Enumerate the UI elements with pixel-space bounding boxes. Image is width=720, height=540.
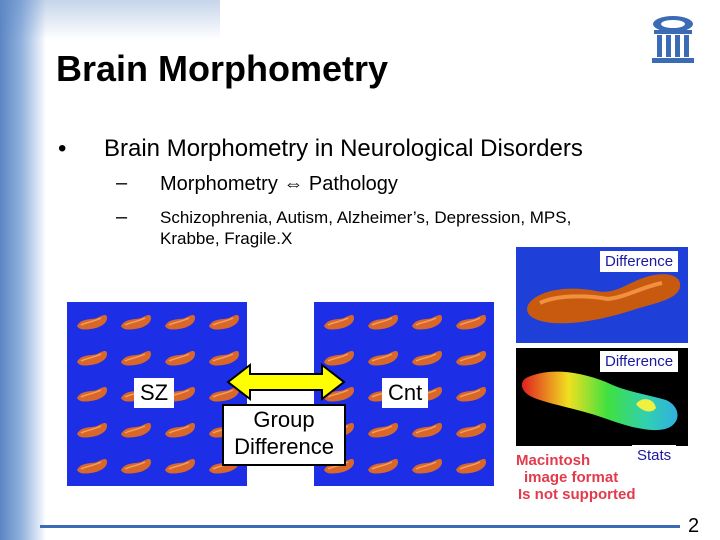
- hippocampus-shape: [121, 350, 151, 366]
- university-logo-icon: [652, 16, 694, 63]
- hippocampus-shape: [165, 350, 195, 366]
- hippocampus-shape: [165, 458, 195, 474]
- hippocampus-shape: [368, 350, 398, 366]
- bullet-marker: •: [58, 135, 67, 162]
- difference-label-2: Difference: [600, 351, 679, 372]
- group-difference-line-2: Difference: [234, 434, 334, 459]
- hippocampus-shape: [121, 458, 151, 474]
- hippocampus-shape: [77, 314, 107, 330]
- bullet-main-text: Brain Morphometry in Neurological Disord…: [104, 135, 583, 162]
- sub-bullet-2-line-2: Krabbe, Fragile.X: [160, 229, 293, 248]
- hippocampus-shape: [324, 314, 354, 330]
- hippocampus-shape: [412, 314, 442, 330]
- hippocampus-shape: [456, 386, 486, 402]
- hippocampus-shape: [165, 422, 195, 438]
- hippocampus-shape: [456, 314, 486, 330]
- hippocampus-shape: [368, 422, 398, 438]
- mac-line-1: Macintosh: [516, 452, 591, 469]
- hippocampus-shape: [368, 314, 398, 330]
- hippocampus-shape: [412, 458, 442, 474]
- hippocampus-shape: [77, 386, 107, 402]
- sz-label: SZ: [134, 378, 175, 408]
- sub-bullet-2-line-1: Schizophrenia, Autism, Alzheimer’s, Depr…: [160, 208, 572, 227]
- sub-bullet-dash-1: –: [116, 172, 128, 194]
- double-arrow: [226, 362, 346, 402]
- hippocampus-shape: [368, 458, 398, 474]
- hippocampus-shape: [121, 314, 151, 330]
- footer-rule: [40, 525, 680, 528]
- group-difference-box: Group Difference: [222, 404, 346, 466]
- hippocampus-shape: [456, 422, 486, 438]
- hippocampus-shape: [165, 314, 195, 330]
- hippocampus-shape: [209, 386, 239, 402]
- cnt-label: Cnt: [382, 378, 429, 408]
- sub-bullet-dash-2: –: [116, 206, 128, 228]
- top-gradient-fade: [0, 0, 220, 40]
- page-number: 2: [688, 515, 700, 537]
- hippocampus-shape: [77, 458, 107, 474]
- hippocampus-shape: [209, 314, 239, 330]
- hippocampus-shape: [456, 350, 486, 366]
- mac-line-2: image format: [524, 469, 619, 486]
- mac-line-3: Is not supported: [518, 486, 636, 503]
- unsupported-image-placeholder: Macintosh image format Is not supported: [516, 452, 696, 503]
- hippocampus-shape: [456, 458, 486, 474]
- difference-label-1: Difference: [600, 251, 679, 272]
- hippocampus-shape: [77, 350, 107, 366]
- group-difference-line-1: Group: [253, 407, 315, 432]
- hippocampus-shape: [77, 422, 107, 438]
- hippocampus-shape: [209, 350, 239, 366]
- sub-bullet-1-text: Morphometry ⇔ Pathology: [160, 173, 398, 195]
- hippocampus-shape: [324, 350, 354, 366]
- stats-label: Stats: [632, 445, 677, 466]
- slide-title: Brain Morphometry: [56, 48, 389, 89]
- hippocampus-shape: [324, 386, 354, 402]
- hippocampus-shape: [412, 422, 442, 438]
- left-gradient-bar: [0, 0, 46, 540]
- hippocampus-shape: [412, 350, 442, 366]
- hippocampus-shape: [121, 422, 151, 438]
